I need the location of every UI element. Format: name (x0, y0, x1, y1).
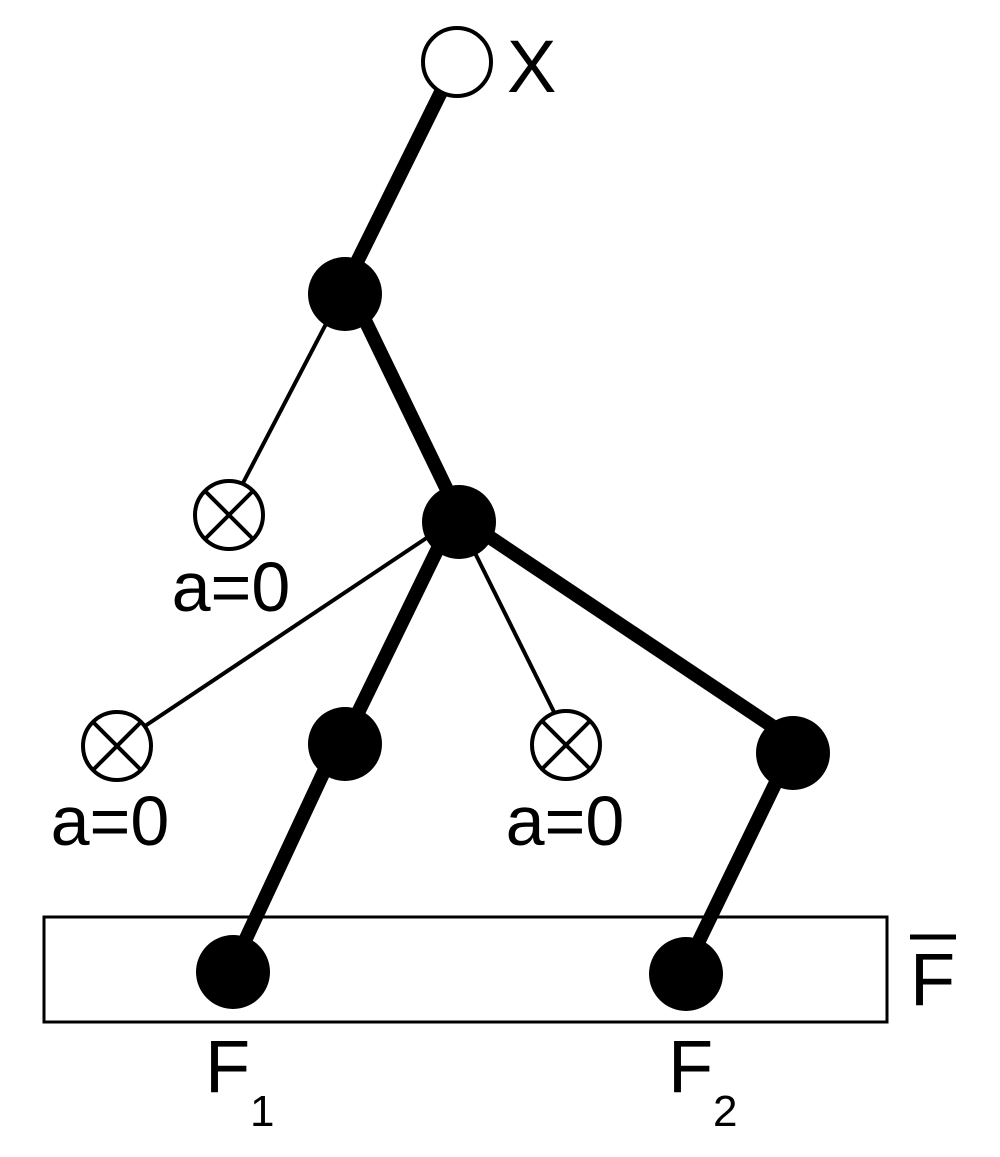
leaf-label-f2-letter: F (668, 1025, 713, 1108)
leaf-label-f2: F (668, 1025, 713, 1108)
node-n4-icon (756, 716, 830, 790)
edge-root-to-n1 (346, 84, 450, 274)
leaf-label-f2-sub: 2 (713, 1087, 737, 1136)
edge-n3-to-f1 (236, 762, 334, 948)
thin-edges (143, 321, 557, 728)
set-label: F (910, 938, 955, 1021)
zero-node-z3-icon (530, 709, 602, 781)
node-n1-icon (308, 257, 382, 331)
zero-label-3: a=0 (506, 782, 625, 860)
edge-n2-to-z2 (143, 535, 430, 728)
edge-n2-to-n4 (478, 526, 776, 732)
leaf-f1-icon (196, 935, 270, 1009)
edge-n2-to-n3 (345, 534, 450, 729)
root-node-icon (421, 26, 493, 98)
filled-nodes (196, 257, 830, 1011)
edge-n2-to-z3 (473, 552, 557, 715)
edge-n1-to-n2 (353, 306, 457, 500)
leaf-label-f1-sub: 1 (250, 1087, 274, 1136)
zero-node-z2-icon (81, 710, 153, 782)
root-label: X (507, 25, 556, 108)
node-n2-icon (422, 485, 496, 559)
edge-n1-to-z1 (241, 321, 329, 484)
thick-edges (236, 84, 786, 949)
zero-label-2: a=0 (51, 782, 170, 860)
zero-node-z1-icon (193, 479, 265, 551)
leaf-f2-icon (649, 937, 723, 1011)
edge-n4-to-f2 (690, 772, 786, 949)
set-frame (42, 915, 889, 1024)
leaf-label-f1-letter: F (205, 1025, 250, 1108)
zero-label-1: a=0 (172, 548, 291, 626)
leaf-label-f1: F (205, 1025, 250, 1108)
node-n3-icon (308, 707, 382, 781)
